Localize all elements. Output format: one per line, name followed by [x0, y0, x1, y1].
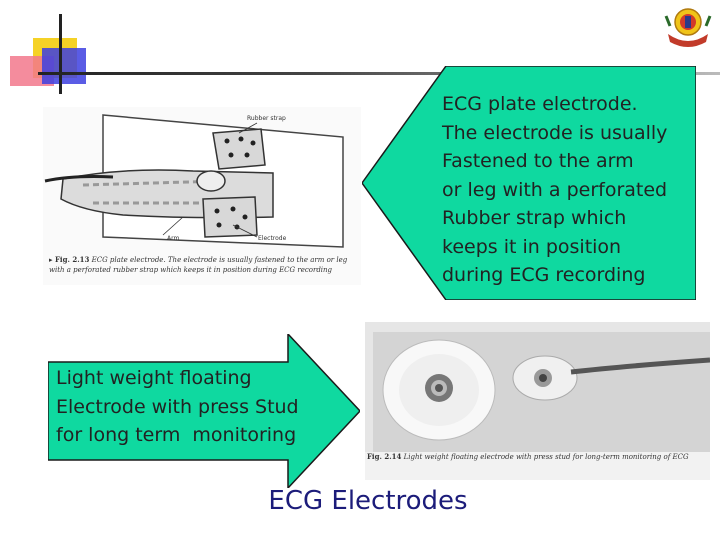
floating-callout-text: Light weight floating Electrode with pre… [56, 367, 299, 446]
label-electrode: Electrode [258, 235, 287, 242]
plate-callout-text: ECG plate electrode. The electrode is us… [442, 93, 668, 286]
plate-electrode-drawing [44, 114, 344, 248]
decor-horizontal-line [38, 72, 720, 75]
caption-text: ECG plate electrode. The electrode is us… [49, 256, 348, 274]
institution-crest-icon [664, 8, 712, 47]
caption-number: Fig. 2.13 [54, 255, 90, 264]
floating-electrode-photo [365, 322, 710, 452]
figure-caption-2-14: ▸ Fig. 2.14 Light weight floating electr… [365, 452, 710, 462]
figure-caption-2-13: ▸ Fig. 2.13 ECG plate electrode. The ele… [49, 255, 348, 274]
decor-vertical-line [59, 14, 62, 94]
floating-callout-arrow [48, 334, 360, 488]
label-arm: Arm [167, 235, 180, 242]
caption-text: Light weight floating electrode with pre… [403, 453, 689, 461]
figure-plate-electrode: Rubber strap Arm Electrode ▸ Fig. 2.13 E… [43, 107, 361, 285]
label-rubber-strap: Rubber strap [247, 115, 286, 122]
decor-square-blue [42, 48, 86, 84]
figure-floating-electrode: ▸ Fig. 2.14 Light weight floating electr… [365, 322, 710, 480]
plate-callout-arrow [362, 66, 696, 300]
caption-number: Fig. 2.14 [366, 452, 402, 461]
slide-title: ECG Electrodes [268, 486, 468, 516]
